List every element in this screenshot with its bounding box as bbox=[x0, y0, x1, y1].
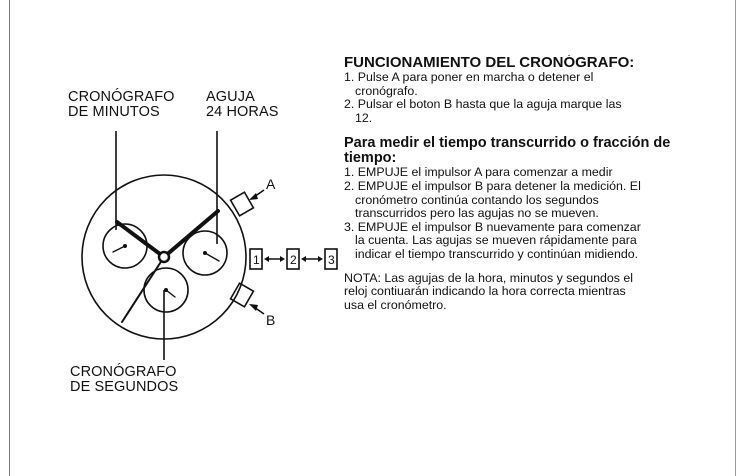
hour24-subdial-pin bbox=[203, 251, 207, 255]
elapsed-item-2-line2: cronómetro continúa contando los segundo… bbox=[355, 192, 599, 207]
minute-chrono-label-line1: CRONÓGRAFO bbox=[68, 89, 175, 105]
step-box-1 bbox=[249, 248, 263, 270]
instruction-item-1-line1: 1. Pulse A para poner en marcha o detene… bbox=[344, 70, 594, 84]
arrowhead-a bbox=[249, 193, 258, 200]
step-label-1: 1 bbox=[253, 253, 260, 267]
elapsed-item-3-line3: indicar el tiempo transcurrido y continú… bbox=[355, 246, 639, 261]
instruction-item-2-line2: 12. bbox=[355, 110, 373, 125]
second-chrono-label-line1: CRONÓGRAFO bbox=[70, 364, 177, 380]
elapsed-item-3-line1: 3. EMPUJE el impulsor B nuevamente para … bbox=[344, 219, 641, 234]
hand-24h-label-line2: 24 HORAS bbox=[206, 104, 279, 120]
minute-subdial-pin bbox=[123, 244, 127, 248]
elapsed-heading-line2: tiempo: bbox=[344, 150, 397, 167]
arrowhead-1-left bbox=[264, 256, 269, 262]
seconds-subdial bbox=[143, 267, 189, 313]
arrowhead-b bbox=[249, 304, 258, 311]
instructions-heading: FUNCIONAMIENTO DEL CRONÓGRAFO: bbox=[344, 55, 635, 71]
minute-chrono-label: CRONÓGRAFO DE MINUTOS bbox=[68, 90, 175, 120]
pusher-b-button bbox=[229, 282, 255, 308]
step-box-3 bbox=[324, 248, 338, 270]
hour24-subdial bbox=[182, 230, 228, 276]
elapsed-item-1-line1: 1. EMPUJE el impulsor A para comenzar a … bbox=[344, 165, 613, 180]
second-chrono-label: CRONÓGRAFO DE SEGUNDOS bbox=[70, 365, 178, 395]
hand-24h-label: AGUJA 24 HORAS bbox=[206, 90, 279, 120]
step-label-3: 3 bbox=[328, 253, 335, 267]
subdial-hand-minute bbox=[112, 245, 126, 253]
elapsed-item-2-line1: 2. EMPUJE el impulsor B para detener la … bbox=[344, 178, 641, 193]
minute-chrono-label-line2: DE MINUTOS bbox=[68, 104, 160, 120]
note-line2: reloj contiuarán indicando la hora corre… bbox=[344, 284, 626, 299]
elapsed-heading-line1: Para medir el tiempo transcurrido o frac… bbox=[344, 135, 671, 152]
instructions-list: 1. Pulse A para poner en marcha o detene… bbox=[344, 70, 737, 125]
second-chrono-label-line2: DE SEGUNDOS bbox=[70, 379, 179, 395]
pusher-a-label: A bbox=[266, 176, 276, 192]
page-border-left bbox=[9, 0, 10, 476]
note-line1: NOTA: Las agujas de la hora, minutos y s… bbox=[344, 270, 634, 285]
subdial-hand-24h bbox=[204, 252, 220, 262]
step-label-2: 2 bbox=[290, 253, 297, 267]
pusher-b-label: B bbox=[266, 312, 275, 328]
step-box-2 bbox=[286, 248, 300, 270]
arrowhead-1-right bbox=[280, 256, 285, 262]
instruction-item-1-line2: cronógrafo. bbox=[355, 83, 418, 98]
seconds-hand bbox=[121, 256, 165, 323]
pusher-a-button bbox=[229, 191, 255, 217]
minute-hand bbox=[162, 209, 220, 259]
page-border-right bbox=[735, 0, 736, 476]
elapsed-list: 1. EMPUJE el impulsor A para comenzar a … bbox=[344, 166, 737, 261]
arrowhead-2-right bbox=[318, 256, 323, 262]
arrowhead-2-left bbox=[301, 256, 306, 262]
center-pin bbox=[157, 250, 171, 264]
instruction-item-2-line1: 2. Pulsar el boton B hasta que la aguja … bbox=[344, 97, 622, 112]
elapsed-item-2-line3: transcurridos pero las agujas no se muev… bbox=[355, 206, 599, 221]
elapsed-item-3-line2: la cuenta. Las agujas se mueven rápidame… bbox=[355, 233, 637, 248]
hand-24h-label-line1: AGUJA bbox=[206, 89, 255, 105]
hour-hand bbox=[115, 220, 166, 259]
seconds-subdial-pin bbox=[164, 288, 168, 292]
note-line3: usa el cronómetro. bbox=[344, 297, 447, 312]
instructions-text: FUNCIONAMIENTO DEL CRONÓGRAFO: 1. Pulse … bbox=[344, 55, 737, 395]
